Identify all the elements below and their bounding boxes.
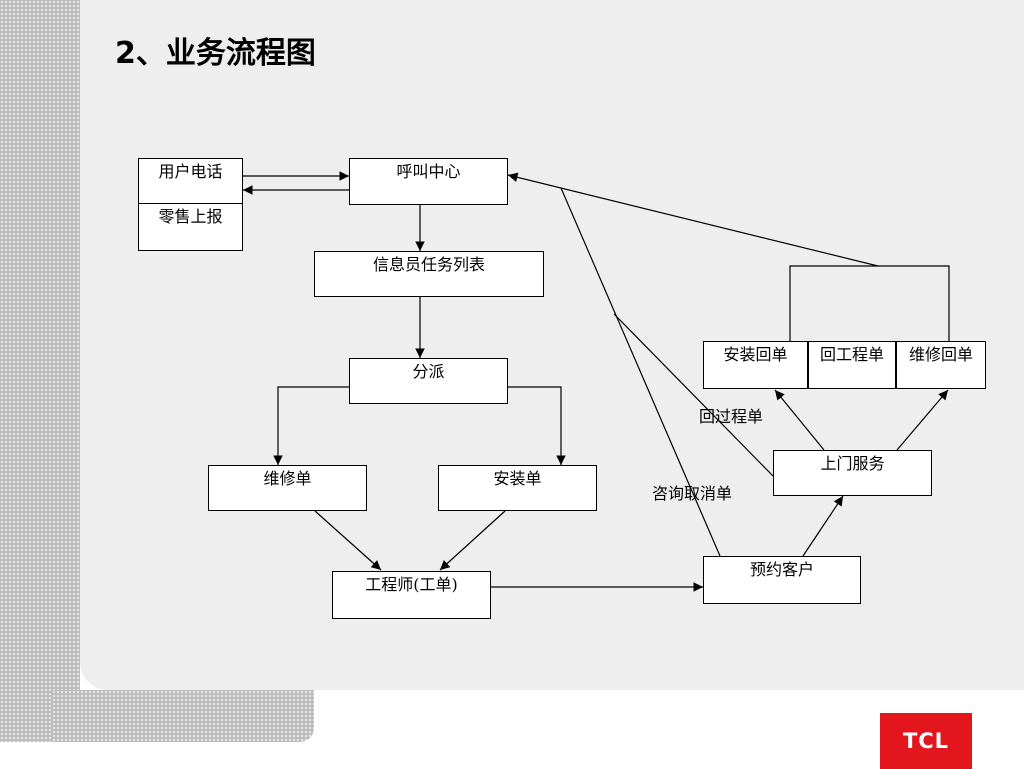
node-repair-return: 维修回单 <box>896 341 986 389</box>
arrow-return-to-callcenter <box>507 172 879 267</box>
dotted-side-band <box>0 0 80 742</box>
node-user-phone: 用户电话 <box>138 158 243 204</box>
node-project-return: 回工程单 <box>808 341 896 389</box>
arrow-dispatch-to-repair <box>273 386 349 465</box>
node-info-task-list: 信息员任务列表 <box>314 251 544 297</box>
node-install-order: 安装单 <box>438 465 597 511</box>
label-return-process: 回过程单 <box>699 407 764 426</box>
node-dispatch: 分派 <box>349 358 508 404</box>
node-retail-report: 零售上报 <box>138 203 243 251</box>
dotted-bottom-band <box>52 690 314 742</box>
node-engineer: 工程师(工单) <box>332 571 491 619</box>
node-appointment: 预约客户 <box>703 556 861 604</box>
node-install-return: 安装回单 <box>703 341 808 389</box>
arrow-service-to-repair-return <box>896 389 949 451</box>
label-consult-cancel: 咨询取消单 <box>652 484 733 503</box>
node-onsite-service: 上门服务 <box>773 450 932 496</box>
arrow-dispatch-to-install <box>508 386 566 465</box>
node-repair-order: 维修单 <box>208 465 367 511</box>
tcl-logo: TCL <box>880 713 972 769</box>
return-bracket-line <box>789 265 950 341</box>
line-return-process-diagonal <box>613 313 774 477</box>
line-callcenter-to-appointment <box>560 187 721 557</box>
node-call-center: 呼叫中心 <box>349 158 508 205</box>
arrow-service-to-install-return <box>774 389 825 451</box>
arrow-repair-to-engineer <box>314 510 382 571</box>
arrow-appointment-to-service <box>802 495 844 557</box>
page-title: 2、业务流程图 <box>115 36 316 71</box>
arrow-install-to-engineer <box>439 510 506 571</box>
